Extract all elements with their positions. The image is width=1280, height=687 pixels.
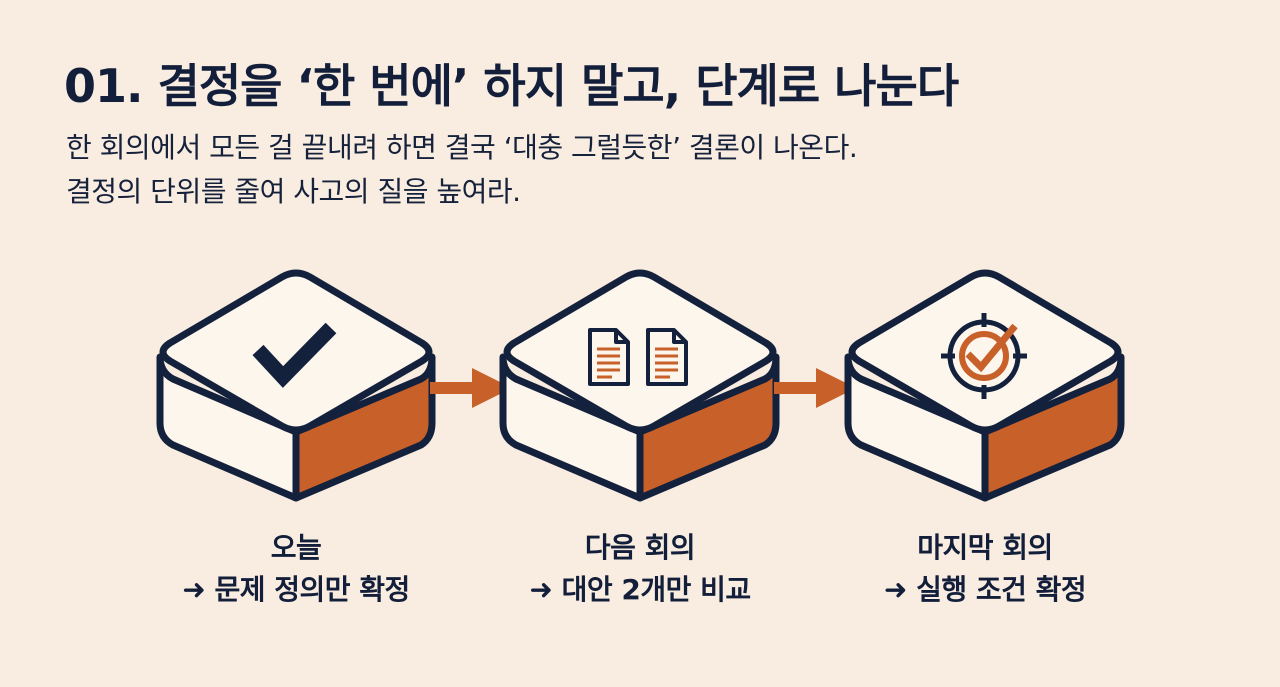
checkmark-icon: [252, 322, 337, 388]
step-2-detail: ➜ 대안 2개만 비교: [529, 573, 751, 606]
subtitle-line-1: 한 회의에서 모든 걸 끝내려 하면 결국 ‘대충 그럴듯한’ 결론이 나온다.: [66, 131, 858, 164]
step-1-detail: ➜ 문제 정의만 확정: [182, 573, 410, 606]
arrow-1-icon: [430, 368, 512, 408]
step-1-caption: 오늘 ➜ 문제 정의만 확정: [146, 527, 446, 611]
step-1-block-right-face: [292, 353, 436, 502]
step-3-label: 마지막 회의: [917, 531, 1053, 564]
step-1-block: [156, 269, 436, 502]
page-title: 01. 결정을 ‘한 번에’ 하지 말고, 단계로 나눈다: [64, 59, 959, 113]
step-1-label: 오늘: [270, 531, 322, 564]
arrow-2-icon: [774, 368, 856, 408]
subtitle-line-2: 결정의 단위를 줄여 사고의 질을 높여라.: [66, 175, 521, 208]
target-check-icon: [941, 313, 1027, 399]
step-1-block-top-face: [159, 269, 433, 434]
step-3-block-top-face: [848, 269, 1122, 434]
subtitle: 한 회의에서 모든 걸 끝내려 하면 결국 ‘대충 그럴듯한’ 결론이 나온다.…: [66, 126, 858, 214]
step-2-block-top-face: [503, 269, 777, 434]
step-2-block-right-face: [636, 353, 780, 502]
step-2-label: 다음 회의: [584, 531, 696, 564]
documents-icon: [588, 328, 688, 386]
step-2-block: [499, 269, 780, 502]
step-3-caption: 마지막 회의 ➜ 실행 조건 확정: [835, 527, 1135, 611]
step-3-block-right-face: [981, 353, 1125, 502]
step-3-detail: ➜ 실행 조건 확정: [883, 573, 1087, 606]
step-3-block: [844, 269, 1125, 502]
step-2-caption: 다음 회의 ➜ 대안 2개만 비교: [490, 527, 790, 611]
